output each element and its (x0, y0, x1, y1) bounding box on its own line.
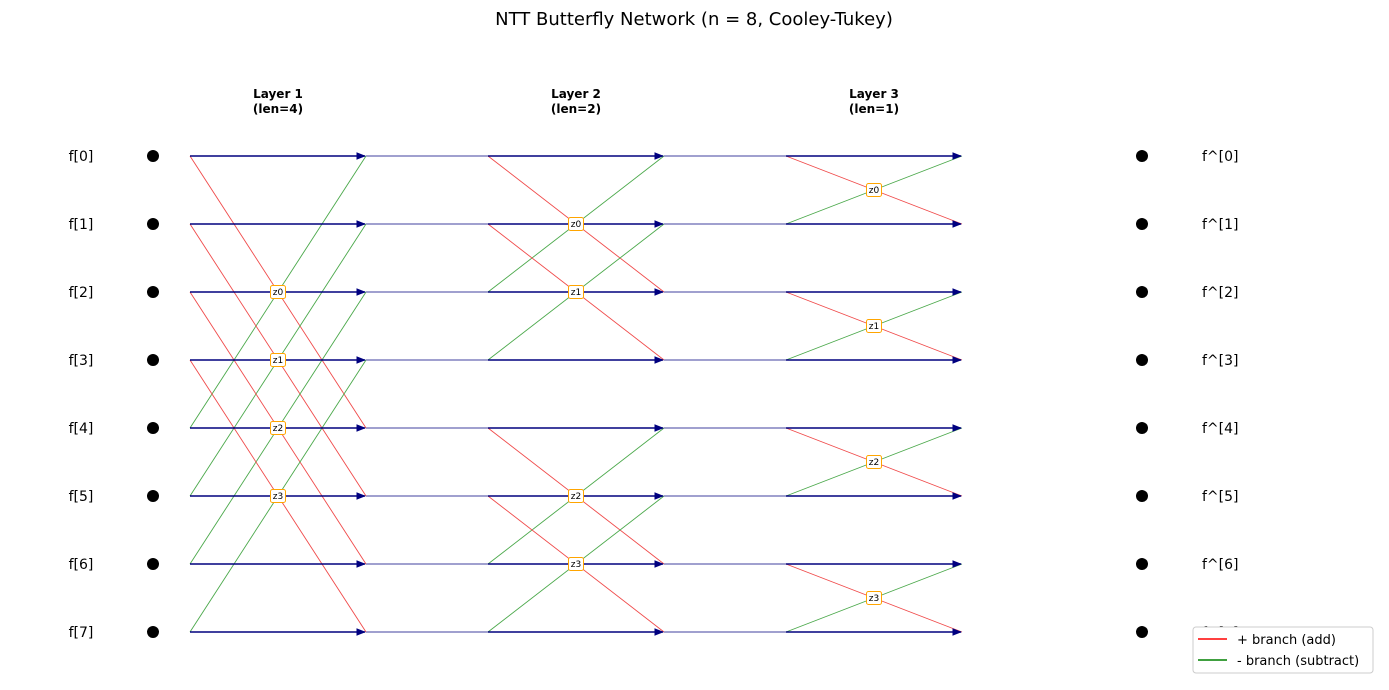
twiddle-label: z2 (273, 424, 283, 434)
twiddle-box (270, 285, 286, 299)
output-node (1136, 422, 1148, 434)
twiddle-box (866, 455, 882, 469)
output-label: f^[1] (1202, 217, 1239, 233)
output-node (1136, 558, 1148, 570)
input-label: f[3] (69, 353, 94, 369)
layer-subtitle: (len=1) (849, 102, 899, 116)
output-label: f^[2] (1202, 285, 1239, 301)
layer-title: Layer 1 (253, 87, 303, 101)
twiddle-box (866, 591, 882, 605)
output-label: f^[3] (1202, 353, 1239, 369)
twiddle-label: z1 (869, 322, 879, 332)
twiddle-box (270, 421, 286, 435)
twiddle-label: z1 (571, 288, 581, 298)
input-node (147, 490, 159, 502)
diagram-title: NTT Butterfly Network (n = 8, Cooley-Tuk… (495, 9, 893, 30)
input-node (147, 218, 159, 230)
input-node (147, 286, 159, 298)
twiddle-label: z3 (273, 492, 283, 502)
twiddle-box (568, 285, 584, 299)
output-label: f^[4] (1202, 421, 1239, 437)
twiddle-box (270, 489, 286, 503)
input-node (147, 558, 159, 570)
twiddle-label: z2 (869, 458, 879, 468)
output-node (1136, 490, 1148, 502)
layer-subtitle: (len=2) (551, 102, 601, 116)
input-node (147, 422, 159, 434)
twiddle-label: z1 (273, 356, 283, 366)
layer-title: Layer 2 (551, 87, 601, 101)
twiddle-label: z0 (273, 288, 284, 298)
input-label: f[6] (69, 557, 94, 573)
twiddle-label: z3 (571, 560, 581, 570)
layer-subtitle: (len=4) (253, 102, 303, 116)
output-node (1136, 354, 1148, 366)
input-label: f[7] (69, 625, 94, 641)
twiddle-box (270, 353, 286, 367)
input-label: f[1] (69, 217, 94, 233)
output-node (1136, 626, 1148, 638)
input-node (147, 150, 159, 162)
input-label: f[2] (69, 285, 94, 301)
legend-subtract-label: - branch (subtract) (1237, 654, 1359, 669)
output-node (1136, 150, 1148, 162)
twiddle-label: z3 (869, 594, 879, 604)
twiddle-box (568, 489, 584, 503)
input-label: f[4] (69, 421, 94, 437)
legend-add-label: + branch (add) (1237, 633, 1336, 648)
input-node (147, 626, 159, 638)
twiddle-box (866, 319, 882, 333)
output-node (1136, 218, 1148, 230)
legend: + branch (add) - branch (subtract) (1192, 626, 1374, 674)
twiddle-label: z0 (571, 220, 582, 230)
output-label: f^[0] (1202, 149, 1239, 165)
input-node (147, 354, 159, 366)
output-node (1136, 286, 1148, 298)
output-label: f^[5] (1202, 489, 1239, 505)
output-label: f^[6] (1202, 557, 1239, 573)
twiddle-box (568, 557, 584, 571)
twiddle-label: z0 (869, 186, 880, 196)
legend-frame (1192, 626, 1374, 674)
twiddle-label: z2 (571, 492, 581, 502)
input-label: f[5] (69, 489, 94, 505)
twiddle-box (866, 183, 882, 197)
input-label: f[0] (69, 149, 94, 165)
twiddle-box (568, 217, 584, 231)
layer-title: Layer 3 (849, 87, 899, 101)
